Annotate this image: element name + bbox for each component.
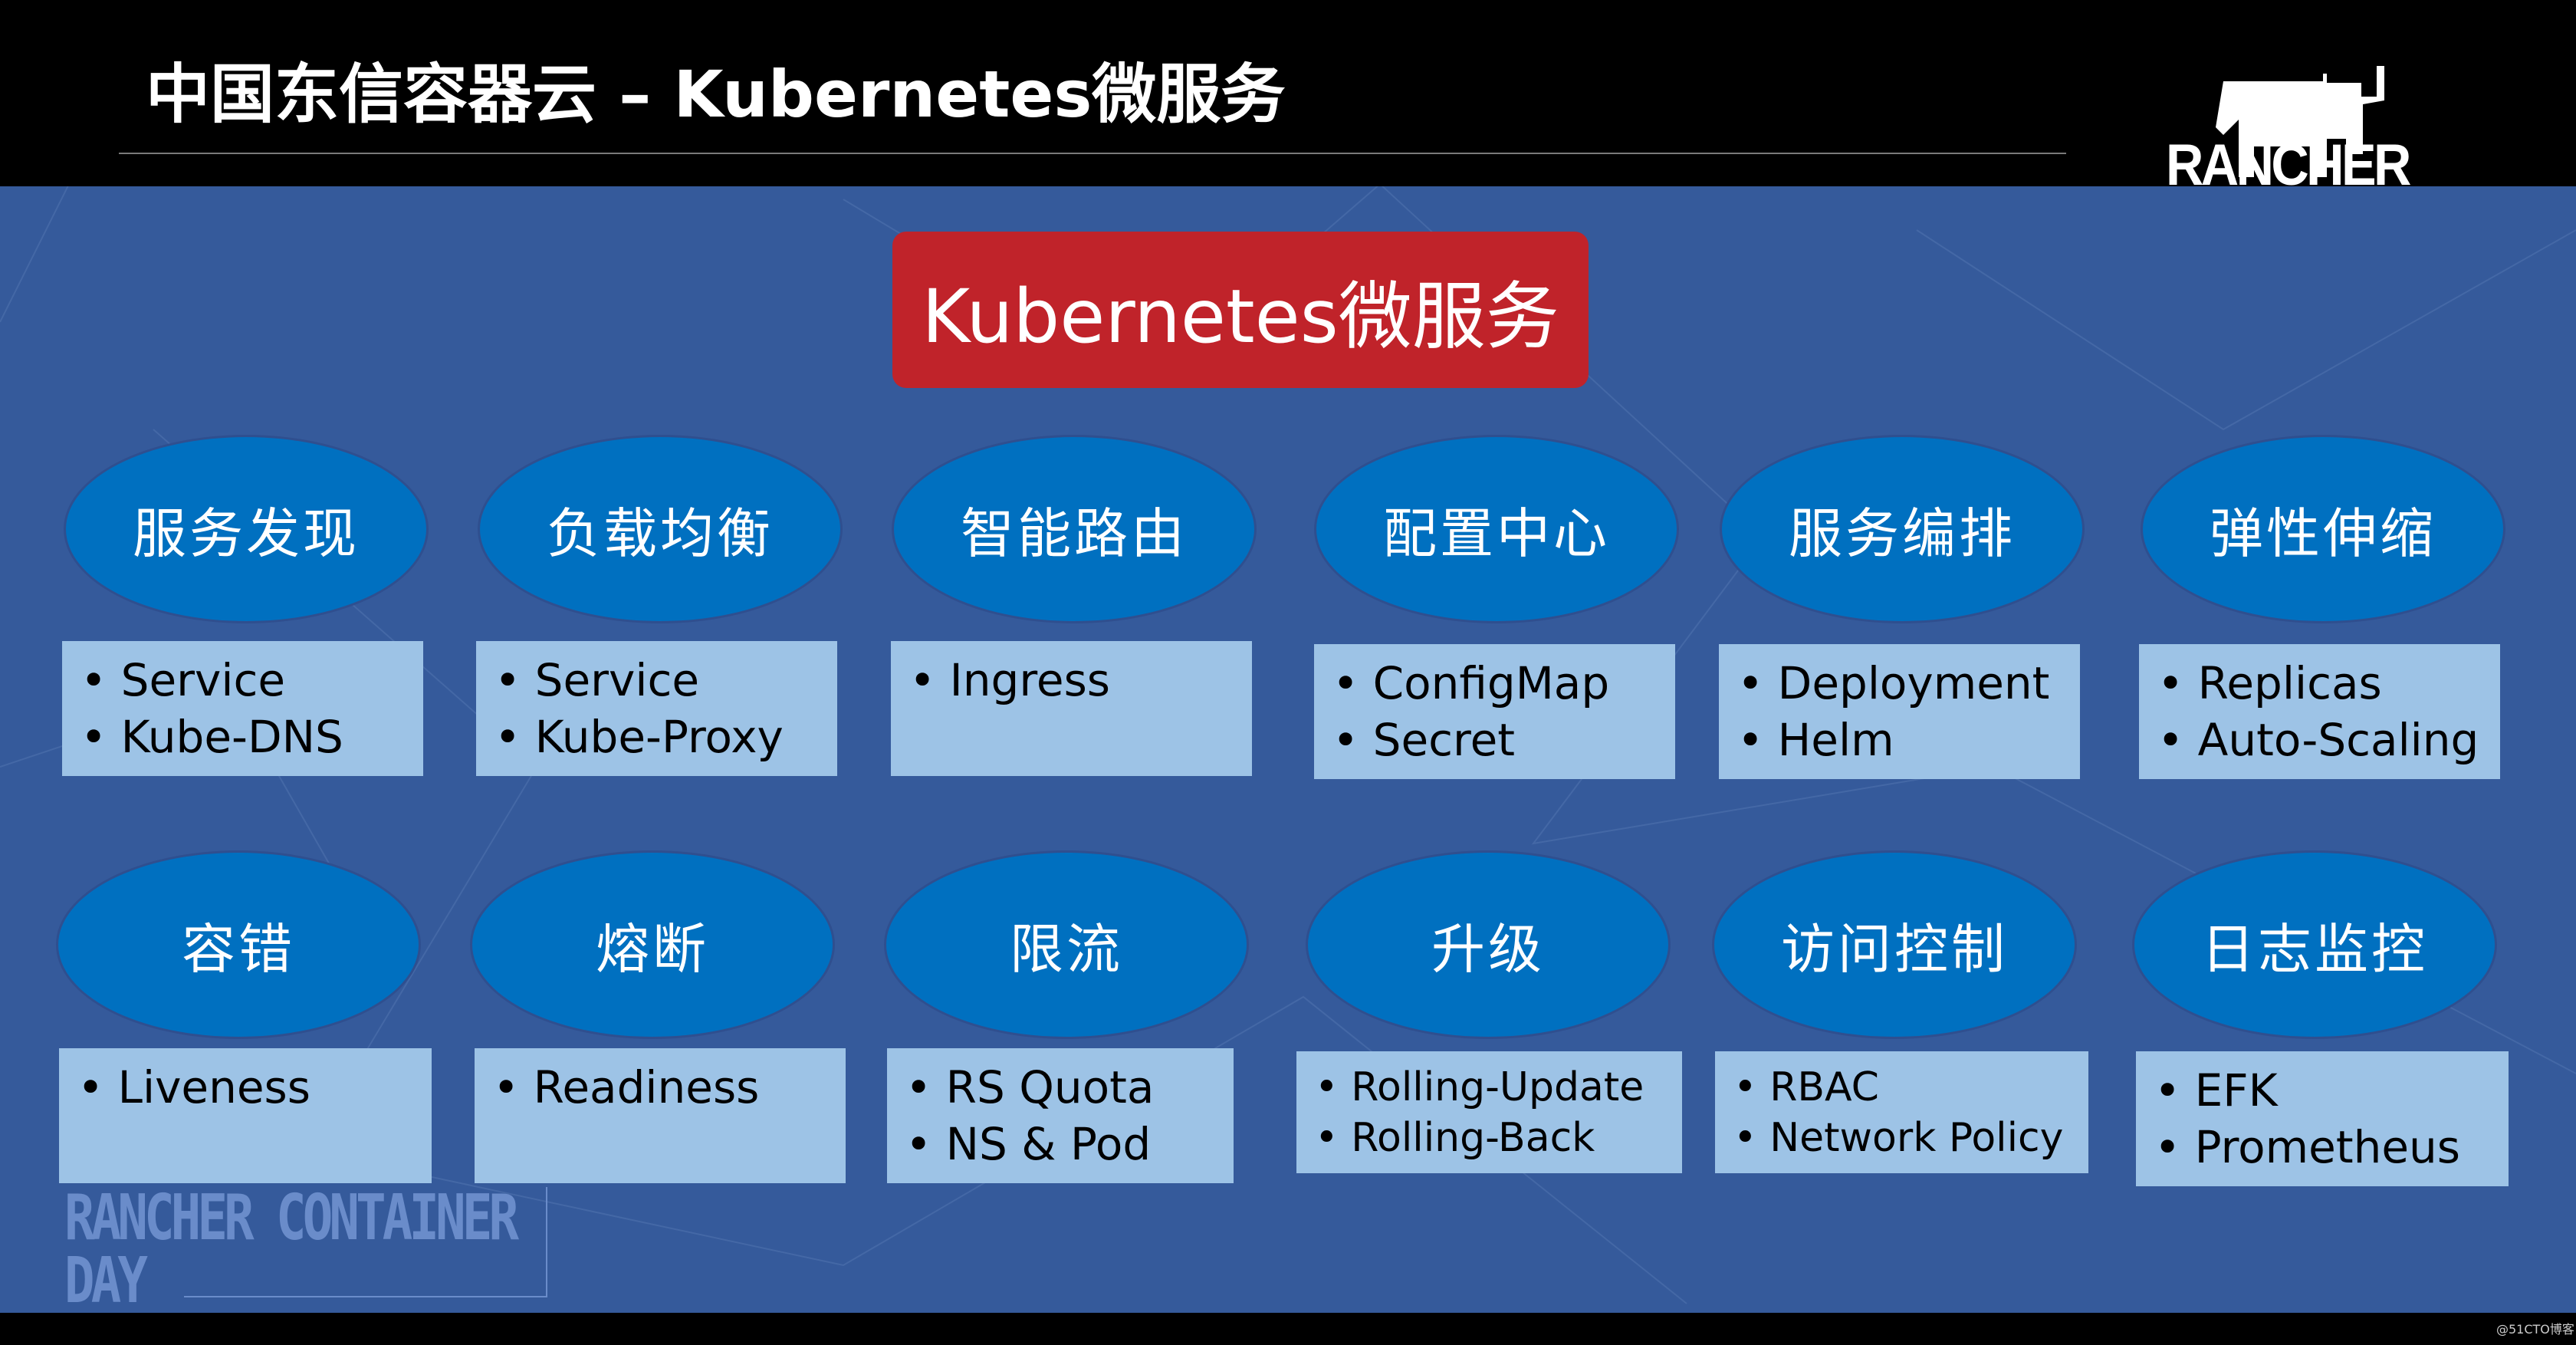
watermark-rancher: RANCHER [64, 1182, 255, 1255]
feature-ellipse: 服务编排 [1720, 435, 2085, 623]
feature-ellipse: 访问控制 [1712, 850, 2077, 1039]
bullet-item: EFK [2154, 1062, 2509, 1119]
bullet-item: Replicas [2157, 655, 2500, 712]
bullet-item: Service [80, 652, 423, 709]
feature-detail-box: Rolling-UpdateRolling-Back [1296, 1051, 1682, 1173]
watermark-day: DAY [64, 1245, 148, 1317]
feature-detail-box: EFKPrometheus [2136, 1051, 2509, 1186]
feature-detail-box: RBACNetwork Policy [1715, 1051, 2088, 1173]
header-bar [0, 0, 2576, 186]
rancher-logo-text: RANCHER [2166, 133, 2411, 198]
bullet-item: ConfigMap [1332, 655, 1675, 712]
feature-ellipse: 服务发现 [64, 435, 429, 623]
bullet-item: Rolling-Back [1315, 1113, 1682, 1163]
feature-ellipse: 负载均衡 [478, 435, 843, 623]
watermark-frame [184, 1187, 547, 1297]
feature-ellipse: 容错 [56, 850, 421, 1039]
feature-detail-box: Liveness [59, 1048, 432, 1183]
title-divider [119, 153, 2066, 154]
bullet-item: Ingress [909, 652, 1252, 709]
feature-ellipse: 弹性伸缩 [2141, 435, 2505, 623]
bullet-item: Prometheus [2154, 1119, 2509, 1176]
bullet-item: RBAC [1733, 1062, 2088, 1113]
bullet-item: Kube-DNS [80, 709, 423, 765]
feature-ellipse: 智能路由 [892, 435, 1257, 623]
bullet-item: Auto-Scaling [2157, 712, 2500, 768]
feature-detail-box: ServiceKube-Proxy [476, 641, 837, 776]
bullet-item: Helm [1737, 712, 2080, 768]
feature-ellipse: 日志监控 [2132, 850, 2497, 1039]
footer-bar [0, 1313, 2576, 1345]
feature-detail-box: ServiceKube-DNS [62, 641, 423, 776]
feature-ellipse: 升级 [1306, 850, 1671, 1039]
credit-watermark: @51CTO博客 [2496, 1322, 2574, 1337]
rancher-cow-logo-icon [2216, 66, 2384, 177]
bullet-item: Kube-Proxy [495, 709, 837, 765]
bullet-item: Service [495, 652, 837, 709]
bullet-item: Network Policy [1733, 1113, 2088, 1163]
watermark-container: CONTAINER [276, 1182, 519, 1255]
feature-detail-box: Ingress [891, 641, 1252, 776]
bullet-item: Liveness [77, 1059, 432, 1116]
main-title-banner: Kubernetes微服务 [892, 232, 1589, 388]
page-title: 中国东信容器云 – Kubernetes微服务 [146, 57, 1286, 132]
bullet-item: Rolling-Update [1315, 1062, 1682, 1113]
bullet-item: RS Quota [905, 1059, 1234, 1116]
feature-ellipse: 熔断 [470, 850, 835, 1039]
feature-ellipse: 配置中心 [1314, 435, 1679, 623]
feature-detail-box: RS QuotaNS & Pod [887, 1048, 1234, 1183]
bullet-item: Deployment [1737, 655, 2080, 712]
feature-detail-box: Readiness [475, 1048, 846, 1183]
bullet-item: NS & Pod [905, 1116, 1234, 1172]
bullet-item: Secret [1332, 712, 1675, 768]
bullet-item: Readiness [493, 1059, 846, 1116]
feature-ellipse: 限流 [884, 850, 1249, 1039]
feature-detail-box: ConfigMapSecret [1314, 644, 1675, 779]
feature-detail-box: DeploymentHelm [1719, 644, 2080, 779]
feature-detail-box: ReplicasAuto-Scaling [2139, 644, 2500, 779]
